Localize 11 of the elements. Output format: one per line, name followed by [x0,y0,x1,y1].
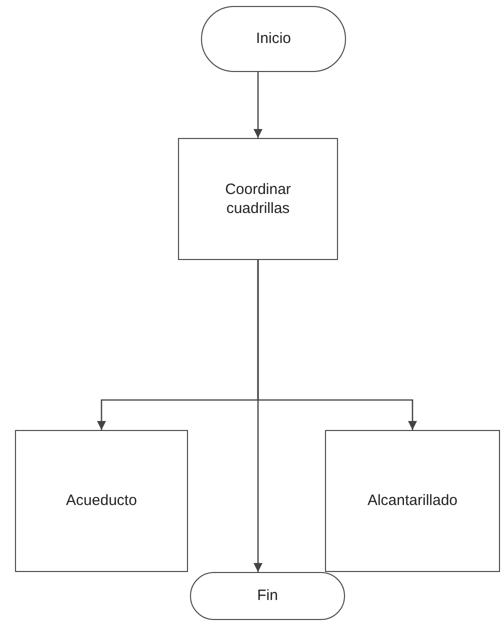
node-label: Fin [257,586,278,606]
arrow [254,72,262,138]
process-box [15,430,188,572]
process-box [325,430,500,572]
process-box [178,138,338,260]
terminal-shape [190,572,345,620]
node-label: Inicio [256,29,292,49]
node-label: Coordinar cuadrillas [224,180,292,218]
arrow [254,260,262,572]
node-label: Alcantarillado [367,491,458,511]
node-label: Acueducto [66,491,137,511]
